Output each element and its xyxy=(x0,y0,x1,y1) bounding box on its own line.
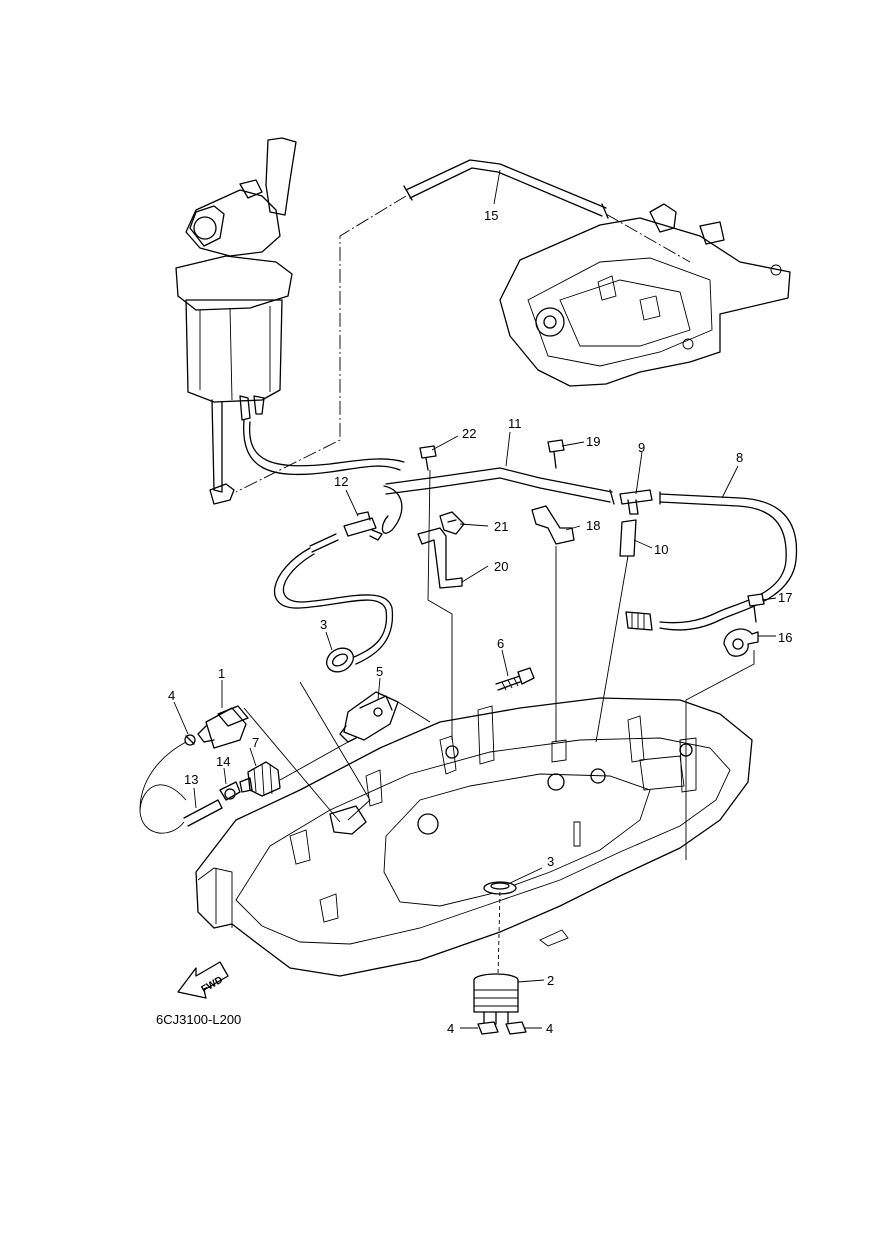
hose-13 xyxy=(139,741,223,834)
callout-15: 15 xyxy=(484,208,498,223)
fwd-direction-arrow: FWD xyxy=(177,961,229,999)
callout-16: 16 xyxy=(778,630,792,645)
t-joint-12 xyxy=(343,511,383,541)
callout-7: 7 xyxy=(252,735,259,750)
callout-22: 22 xyxy=(462,426,476,441)
clamp-16 xyxy=(723,628,759,657)
assembly-lines xyxy=(243,469,755,977)
callout-leaders xyxy=(173,169,777,1029)
callout-21: 21 xyxy=(494,519,508,534)
callout-4-lower-right: 4 xyxy=(546,1021,553,1036)
callout-14: 14 xyxy=(216,754,230,769)
callout-10: 10 xyxy=(654,542,668,557)
connector-1 xyxy=(197,705,249,749)
bolt-22 xyxy=(419,445,437,471)
callout-5: 5 xyxy=(376,664,383,679)
screw-6 xyxy=(495,667,535,691)
callout-1: 1 xyxy=(218,666,225,681)
callout-labels: 1 2 3 3 4 4 4 5 6 7 8 9 10 11 12 13 14 1… xyxy=(168,208,792,1036)
callout-3-upper: 3 xyxy=(320,617,327,632)
hose-15 xyxy=(235,159,691,493)
clamp-14 xyxy=(219,781,241,801)
callout-17: 17 xyxy=(778,590,792,605)
callout-2: 2 xyxy=(547,973,554,988)
joint-5 xyxy=(339,691,399,743)
clip-4-lower-left xyxy=(477,1021,499,1035)
t-joint-9 xyxy=(619,489,653,515)
callout-3-lower: 3 xyxy=(547,854,554,869)
callout-20: 20 xyxy=(494,559,508,574)
callout-4-left: 4 xyxy=(168,688,175,703)
bolt-17 xyxy=(747,593,765,623)
bolt-19 xyxy=(547,439,565,469)
grommet-3-lower xyxy=(483,881,517,895)
clip-21 xyxy=(439,511,465,535)
drain-joint-2 xyxy=(473,973,519,1025)
callout-9: 9 xyxy=(638,440,645,455)
callout-8: 8 xyxy=(736,450,743,465)
hose-8 xyxy=(659,491,798,631)
fuel-connector xyxy=(625,611,653,631)
callout-11: 11 xyxy=(508,416,522,431)
callout-19: 19 xyxy=(586,434,600,449)
hose-11 xyxy=(381,467,615,534)
callout-13: 13 xyxy=(184,772,198,787)
callout-4-lower-left: 4 xyxy=(447,1021,454,1036)
clip-4-left xyxy=(184,734,196,746)
bracket-18 xyxy=(531,505,575,545)
hose-loop-13 xyxy=(273,533,394,665)
powerhead-assembly xyxy=(175,137,405,505)
callout-18: 18 xyxy=(586,518,600,533)
cap-7 xyxy=(239,761,281,797)
engine-base-plate xyxy=(499,203,791,387)
bottom-cowling xyxy=(195,697,753,977)
clip-4-lower-right xyxy=(505,1021,527,1035)
grommet-3-upper xyxy=(326,647,354,673)
drawing-code: 6CJ3100-L200 xyxy=(156,1012,241,1027)
callout-12: 12 xyxy=(334,474,348,489)
hose-10 xyxy=(619,519,637,557)
bracket-20 xyxy=(417,527,463,589)
callout-6: 6 xyxy=(497,636,504,651)
